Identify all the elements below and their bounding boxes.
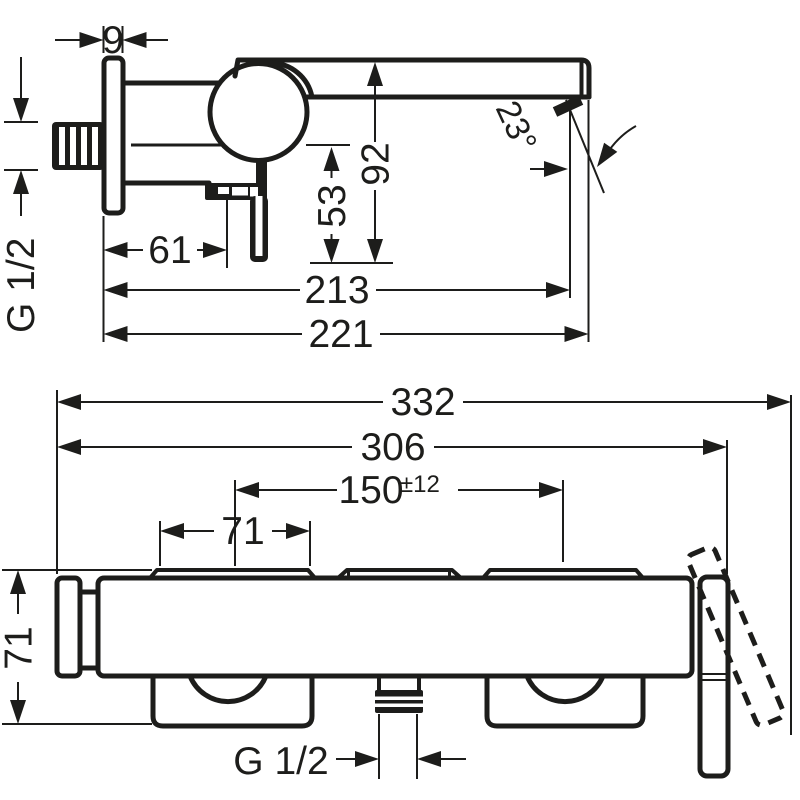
wall-flange bbox=[54, 575, 83, 679]
dim-outlet-offset-label: 61 bbox=[148, 229, 191, 272]
dim-reach-aerator: 213 bbox=[103, 105, 571, 312]
dim-total-width: 332 bbox=[56, 381, 792, 735]
dim-plate-thickness-label: 9 bbox=[102, 19, 124, 62]
left-supply-block bbox=[150, 673, 315, 729]
handle-lever bbox=[697, 574, 731, 779]
right-supply-block bbox=[484, 673, 646, 729]
outlet-thread-label: G 1/2 bbox=[233, 740, 328, 783]
wall-plate bbox=[101, 55, 126, 216]
dim-wall-thread: G 1/2 bbox=[0, 57, 43, 333]
right-escutcheon-plate bbox=[481, 568, 645, 580]
dim-escutcheon-width: 71 bbox=[159, 510, 311, 566]
handle-lever-rotated bbox=[685, 544, 786, 728]
front-view: 332 306 150 ±12 bbox=[0, 381, 792, 783]
valve-underside bbox=[205, 183, 268, 262]
wall-connection-thread bbox=[52, 122, 104, 170]
dim-connection-tolerance-label: ±12 bbox=[400, 471, 440, 498]
mixer-body bbox=[95, 575, 695, 679]
dim-total-width-label: 332 bbox=[390, 381, 455, 424]
dim-connection-centers-label: 150 bbox=[338, 469, 403, 512]
spout bbox=[232, 57, 592, 117]
dim-escutcheon-height: 71 bbox=[0, 569, 152, 725]
dim-reach-aerator-label: 213 bbox=[304, 269, 369, 312]
dim-spout-height: 92 bbox=[310, 62, 398, 264]
dim-outlet-thread: G 1/2 bbox=[233, 714, 466, 783]
dim-reach-total: 221 bbox=[103, 100, 590, 356]
dim-outlet-drop: 53 bbox=[306, 144, 354, 263]
dim-outlet-offset: 61 bbox=[102, 200, 228, 342]
dim-escutcheon-width-label: 71 bbox=[221, 510, 264, 553]
center-plate bbox=[336, 568, 463, 580]
shower-outlet-pipe bbox=[375, 674, 423, 713]
dim-connection-centers: 150 ±12 bbox=[234, 469, 564, 566]
dim-spout-height-label: 92 bbox=[355, 142, 398, 185]
dim-outlet-drop-label: 53 bbox=[311, 184, 354, 227]
dim-escutcheon-height-label: 71 bbox=[0, 626, 41, 669]
handle-knob-circle bbox=[207, 61, 310, 163]
dim-reach-total-label: 221 bbox=[308, 313, 373, 356]
wall-thread-label: G 1/2 bbox=[0, 238, 43, 333]
dim-body-width: 306 bbox=[57, 426, 728, 574]
dim-plate-thickness: 9 bbox=[55, 19, 168, 62]
left-escutcheon-plate bbox=[148, 568, 317, 580]
valve-connector bbox=[256, 162, 267, 200]
flange-step bbox=[77, 589, 101, 671]
dim-body-width-label: 306 bbox=[360, 426, 425, 469]
